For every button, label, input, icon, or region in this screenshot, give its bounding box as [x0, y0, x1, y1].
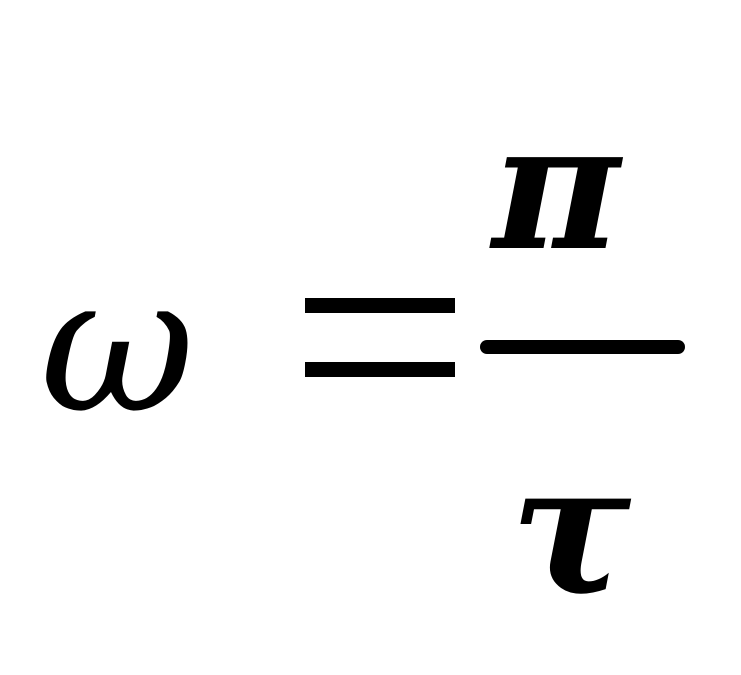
equals-sign-top-bar	[305, 298, 455, 313]
fraction-denominator-tau: τ	[510, 424, 632, 635]
fraction-bar	[480, 340, 685, 354]
equals-sign-bottom-bar	[305, 362, 455, 377]
formula-lhs-omega: ω	[40, 234, 195, 455]
fraction-numerator-pi: π	[492, 85, 621, 290]
